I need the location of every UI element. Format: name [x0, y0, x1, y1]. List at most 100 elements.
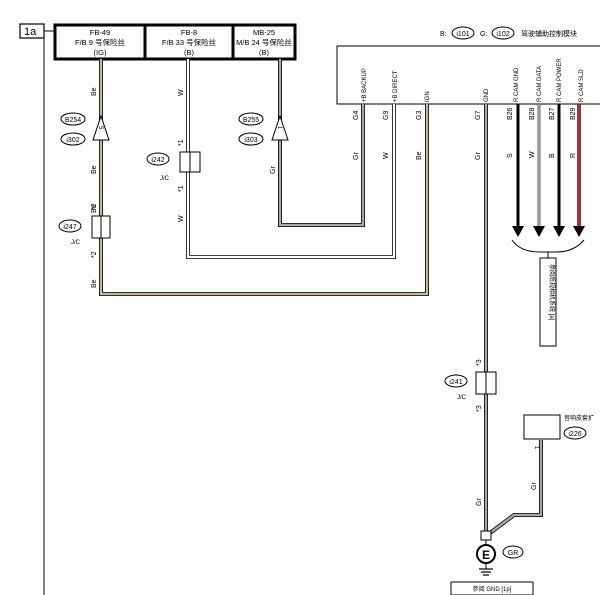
- label-w-mid: W: [178, 215, 185, 222]
- module-g-conn-oval: [491, 26, 515, 40]
- module-b-conn-oval: [451, 26, 475, 40]
- pin-1: 1: [276, 126, 282, 130]
- splice-3-top: *3: [476, 359, 483, 366]
- arrow-cam-sld: [573, 226, 585, 237]
- splice-1-top: *1: [178, 139, 185, 146]
- pin-g7: G7: [475, 111, 482, 120]
- jc-i241-label: J/C: [457, 395, 467, 401]
- pin-g9: G9: [383, 111, 390, 120]
- connector-i247: i247 J/C *2 *2: [58, 203, 111, 258]
- ground: E GR 参阅 GND [1p]: [450, 530, 534, 595]
- label-be-mid: Be: [91, 165, 98, 174]
- arrow-cam-power: [553, 226, 565, 237]
- fuse-1-id: FB-49: [90, 28, 110, 37]
- wire-color-b27: B: [549, 153, 556, 158]
- conn-i303: i303: [244, 137, 257, 144]
- jc-i242-label: J/C: [160, 176, 170, 182]
- wire-gr-audio: [489, 440, 543, 534]
- audio-component: 音响皮套扩 i226 1: [523, 414, 594, 450]
- ground-label: GR: [508, 550, 519, 557]
- module-b-conn: i101: [456, 31, 469, 38]
- wire-color-g4: Gr: [353, 152, 360, 160]
- oval-b255: [238, 112, 264, 126]
- module-b-prefix: B:: [440, 31, 447, 38]
- fuse-3-type: (B): [259, 48, 270, 57]
- camera-ref-box: [539, 257, 557, 347]
- connector-i241: i241 J/C *3 *3: [444, 359, 497, 412]
- conn-i241: i241: [449, 379, 462, 386]
- ground-ref: 参阅 GND [1p]: [473, 585, 512, 593]
- fuse-3-id: MB-25: [253, 28, 275, 37]
- fuse-1-name: F/B 9 号保险丝: [75, 37, 126, 47]
- oval-i302: [60, 132, 86, 146]
- oval-i247: [58, 219, 82, 233]
- module-wire-colors: Gr W Be Gr S W B R: [353, 151, 577, 160]
- fuse-1-type: (IG): [94, 48, 107, 57]
- signal-b-backup: +B BACKUP: [362, 68, 368, 102]
- splice-2-bottom: *2: [91, 251, 98, 258]
- label-be-top: Be: [91, 87, 98, 96]
- fuse-2-type: (B): [184, 48, 195, 57]
- signal-b-direct: +B DIRECT: [393, 70, 399, 102]
- oval-i303: [238, 132, 264, 146]
- conn-i302: i302: [66, 137, 79, 144]
- ground-ref-box: [450, 581, 534, 595]
- conn-i226: i226: [568, 431, 581, 438]
- splice-1-bottom: *1: [178, 185, 185, 192]
- module-g-prefix: G:: [480, 31, 487, 38]
- module-signal-names: +B BACKUP +B DIRECT IGN GND R CAM GND R …: [362, 58, 585, 102]
- wire-be: [99, 59, 429, 296]
- pin-g3: G3: [416, 111, 423, 120]
- ground-symbol: E: [482, 548, 490, 562]
- signal-r-cam-data: R CAM DATA: [537, 66, 543, 102]
- pin-b26: B26: [507, 107, 514, 120]
- triangle-1: [271, 114, 289, 141]
- oval-i241: [444, 374, 468, 388]
- fuse-box: FB-49 F/B 9 号保险丝 (IG) FB-8 F/B 33 号保险丝 (…: [53, 23, 297, 61]
- signal-r-cam-power: R CAM POWER: [557, 58, 563, 102]
- signal-r-cam-gnd: R CAM GND: [514, 67, 520, 102]
- connector-b255-i303: B255 i303 1: [238, 112, 289, 146]
- label-w-top: W: [178, 89, 185, 96]
- arrow-cam-gnd: [512, 226, 524, 237]
- arrow-cam-data: [533, 226, 545, 237]
- oval-b254: [60, 112, 86, 126]
- module-box: [336, 45, 600, 105]
- conn-i247: i247: [63, 224, 76, 231]
- wire-color-b26: S: [507, 153, 514, 158]
- wire-color-g3: Be: [416, 151, 423, 160]
- audio-pin: 1: [533, 446, 539, 450]
- splice-2-top: *2: [91, 203, 98, 210]
- signal-r-cam-sld: R CAM SLD: [579, 69, 585, 102]
- audio-box: [523, 414, 561, 440]
- signal-ign: IGN: [425, 91, 431, 102]
- module-name: 驾驶辅助控制模块: [521, 29, 577, 38]
- signal-gnd: GND: [484, 88, 490, 102]
- module-g-conn: i102: [496, 31, 509, 38]
- conn-i242: i242: [151, 157, 164, 164]
- connector-i242: i242 J/C *1 *1: [146, 139, 201, 192]
- camera-ref: 参阅后视相机系统 [a]: [548, 264, 556, 321]
- module-pin-numbers: G4 G9 G3 G7 B26 B28 B27 B29: [353, 107, 577, 120]
- conn-b254: B254: [65, 117, 81, 124]
- label-gr-b255: Gr: [270, 166, 277, 174]
- ground-terminal: [480, 530, 492, 541]
- pin-g4: G4: [353, 111, 360, 120]
- fuse-3-name: M/B 24 号保险丝: [236, 37, 292, 47]
- wire-color-g9: W: [383, 152, 390, 159]
- label-gr-gnd-low: Gr: [476, 498, 483, 506]
- label-gr-i226: Gr: [531, 482, 538, 490]
- connector-b254-i302: B254 i302 5: [60, 112, 110, 146]
- oval-i242: [146, 152, 170, 166]
- triangle-5: [92, 114, 110, 141]
- module-header: B: i101 G: i102 驾驶辅助控制模块: [440, 26, 577, 40]
- fuse-box-outline: [53, 23, 297, 61]
- camera-brace: [511, 239, 585, 253]
- jc-i247-label: J/C: [71, 240, 81, 246]
- conn-b255: B255: [243, 117, 259, 124]
- fuse-2-id: FB-8: [181, 28, 197, 37]
- label-be-low: Be: [91, 204, 98, 213]
- label-be-bottom: Be: [91, 279, 98, 288]
- splice-3-bottom: *3: [476, 405, 483, 412]
